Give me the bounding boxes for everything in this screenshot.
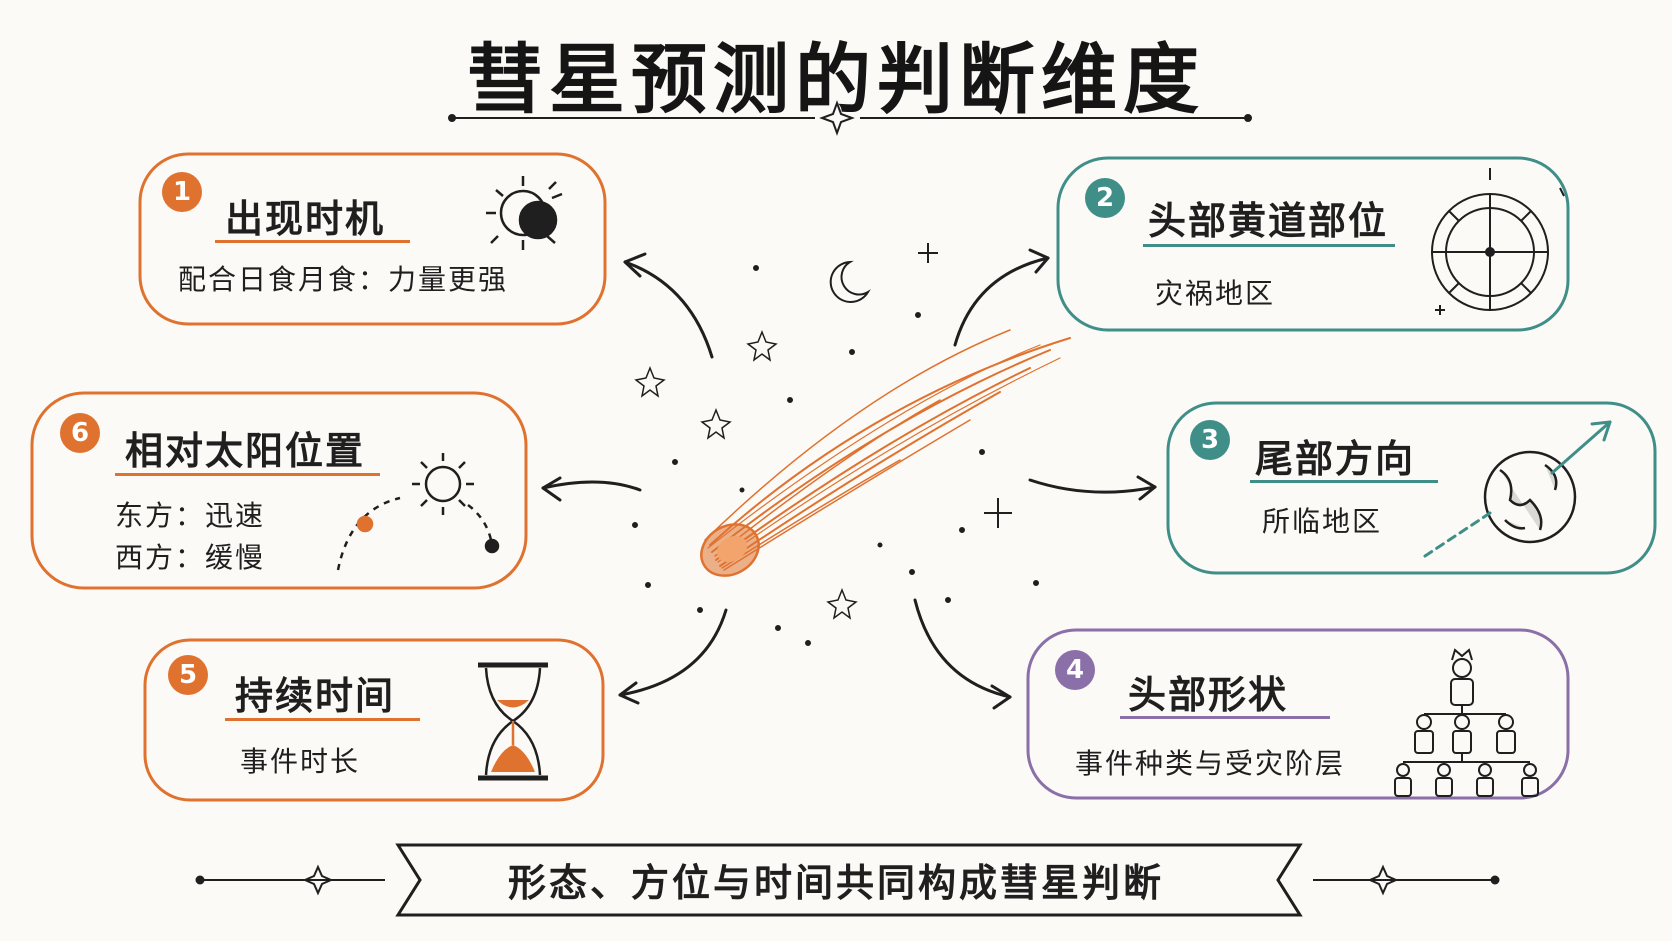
card-text: 事件种类与受灾阶层 [1075, 747, 1346, 780]
card-frame-3 [1166, 401, 1657, 575]
card-text: 东方：迅速 [115, 499, 266, 532]
card-frame-1 [138, 152, 607, 326]
card-title-underline [225, 718, 420, 721]
card-frame-4 [1026, 628, 1570, 800]
card-title-underline [1143, 244, 1395, 247]
card-title-underline [115, 473, 380, 476]
card-title: 头部形状 [1128, 672, 1289, 717]
card-text: 西方：缓慢 [115, 541, 266, 574]
card-number-badge: 6 [60, 413, 100, 453]
card-number-badge: 1 [162, 172, 202, 212]
connector-arrows [541, 248, 1157, 710]
card-number-badge: 5 [168, 655, 208, 695]
card-title-underline [1120, 716, 1330, 719]
moon-icon [829, 260, 871, 303]
globe-arrow-icon [1483, 450, 1577, 544]
card-frame-5 [143, 638, 605, 802]
card-text: 所临地区 [1262, 505, 1383, 538]
card-frame-2 [1056, 156, 1570, 332]
title-divider [448, 100, 1252, 136]
card-title: 相对太阳位置 [125, 428, 366, 473]
card-title: 头部黄道部位 [1148, 198, 1389, 243]
sun-arc-icon [336, 453, 500, 571]
card-title: 持续时间 [235, 673, 396, 718]
card-title-underline [215, 240, 410, 243]
card-text: 配合日食月食：力量更强 [178, 263, 509, 296]
card-number-badge: 2 [1085, 178, 1125, 218]
card-title: 尾部方向 [1255, 436, 1416, 481]
banner-ribbon [195, 843, 1500, 917]
sky-decoration [632, 243, 1039, 646]
card-frame-6 [30, 391, 528, 590]
card-text: 事件时长 [240, 745, 361, 778]
trend-arrow-icon [1423, 420, 1612, 558]
page-title: 彗星预测的判断维度 [467, 35, 1205, 124]
banner-text: 形态、方位与时间共同构成彗星判断 [507, 860, 1164, 905]
card-title-underline [1250, 480, 1438, 483]
card-number-badge: 3 [1190, 420, 1230, 460]
card-title: 出现时机 [225, 196, 386, 241]
hierarchy-icon [1394, 648, 1539, 797]
eclipse-icon [486, 176, 563, 250]
card-text: 灾祸地区 [1155, 277, 1276, 310]
comet-icon [700, 329, 1071, 577]
card-number-badge: 4 [1055, 650, 1095, 690]
zodiac-wheel-icon [1431, 168, 1565, 315]
hourglass-icon [478, 662, 548, 781]
